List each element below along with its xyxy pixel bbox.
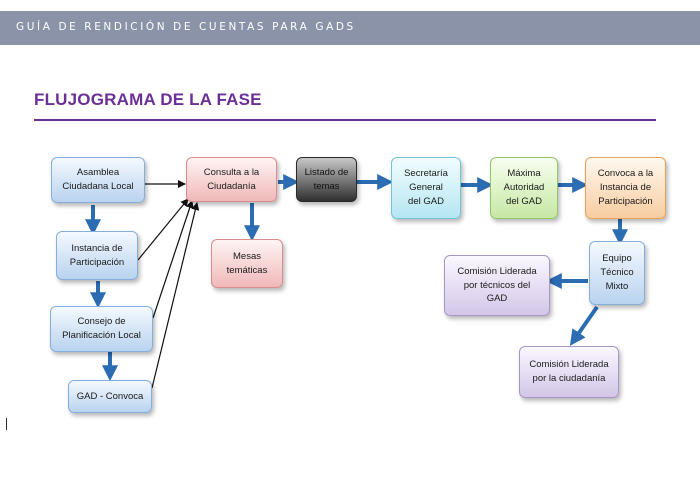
node-asamblea-ciudadana: Asamblea Ciudadana Local (51, 157, 145, 203)
connector-consejo-consulta (152, 200, 194, 319)
node-mesas-tematicas: Mesas temáticas (211, 239, 283, 288)
arrow-equipo-comision-ciudadania (569, 305, 599, 346)
node-comision-tecnicos: Comisión Liderada por técnicos del GAD (444, 255, 550, 316)
node-maxima-autoridad: Máxima Autoridad del GAD (490, 157, 558, 219)
page-heading: FLUJOGRAMA DE LA FASE (34, 90, 262, 109)
connector-gad-consulta (151, 202, 200, 389)
header-bar: GUÍA DE RENDICIÓN DE CUENTAS PARA GADS (0, 11, 700, 45)
heading-underline (34, 119, 656, 121)
node-gad-convoca: GAD - Convoca (68, 380, 152, 413)
node-secretaria-general: Secretaría General del GAD (391, 157, 461, 219)
node-consejo-planificacion: Consejo de Planificación Local (50, 306, 153, 352)
page-edge-mark (6, 418, 7, 430)
node-listado-temas: Listado de temas (296, 157, 357, 202)
node-instancia-participacion: Instancia de Participación (56, 231, 138, 280)
node-consulta-ciudadania: Consulta a la Ciudadanía (186, 157, 277, 202)
node-equipo-tecnico-mixto: Equipo Técnico Mixto (589, 241, 645, 305)
document-title: GUÍA DE RENDICIÓN DE CUENTAS PARA GADS (16, 21, 356, 33)
node-convoca-instancia: Convoca a la Instancia de Participación (585, 157, 666, 219)
node-comision-ciudadania: Comisión Liderada por la ciudadanía (519, 346, 619, 398)
connector-instancia-consulta (137, 198, 189, 261)
